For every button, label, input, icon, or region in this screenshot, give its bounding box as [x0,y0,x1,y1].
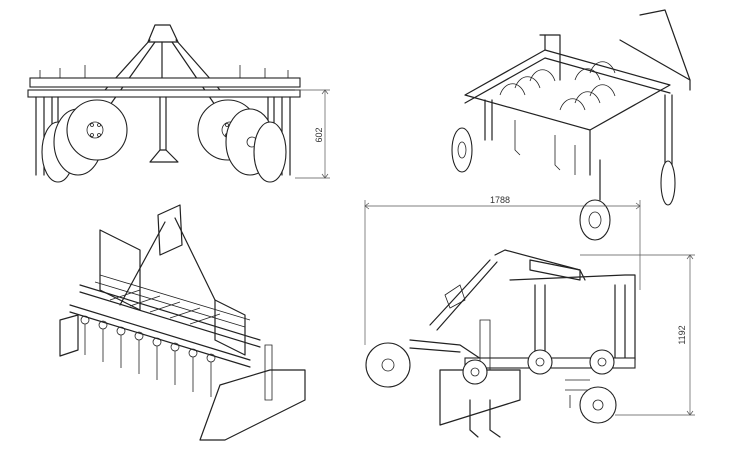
iso-gauge-wheel-front [579,199,611,241]
iso-gauge-wheel-left [451,127,473,173]
front-view [27,24,301,176]
iso-disc-view [464,9,691,201]
dimension-side-height: 1192 [580,254,695,416]
dimension-side-length: 1788 [364,195,641,345]
iso-harrow-view [59,204,306,441]
dimension-side-height-label: 1192 [677,325,687,344]
side-roller-left [462,359,488,385]
side-gauge-wheel [365,342,411,388]
iso-gauge-wheel-right [660,160,676,206]
side-packer-wheel [579,386,617,424]
front-disc-right-outer [253,121,287,183]
side-roller-right [589,349,615,375]
side-roller-mid [527,349,553,375]
dimension-front-height: 602 [295,89,330,179]
dimension-side-length-label: 1788 [490,195,510,205]
front-disc-left-main [66,99,128,161]
dimension-front-height-label: 602 [314,127,324,142]
